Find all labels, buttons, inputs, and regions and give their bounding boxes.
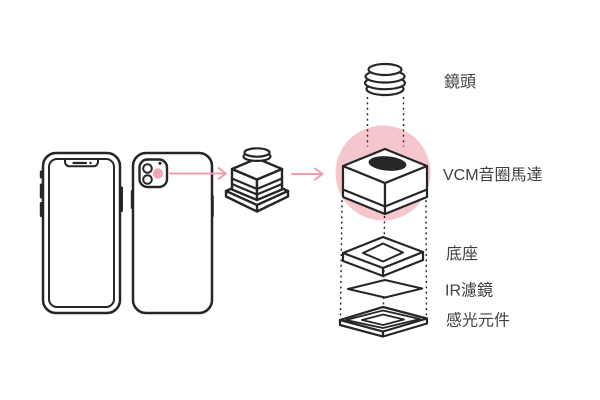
base-inner-hole xyxy=(362,242,404,263)
dotted-guide-stack-left xyxy=(339,199,343,319)
arrow-head xyxy=(314,167,324,181)
ir-filter-drawing xyxy=(346,278,424,299)
base-top-face xyxy=(341,235,425,270)
front-phone-screen xyxy=(48,158,115,308)
module-stripes xyxy=(230,177,284,196)
lens-top xyxy=(367,62,403,77)
front-phone xyxy=(39,151,123,315)
module-base-side xyxy=(224,189,290,213)
flash-dot-icon xyxy=(158,161,162,165)
module-top-face xyxy=(230,157,284,181)
label-ir: IR濾鏡 xyxy=(445,281,493,300)
highlighted-lens-icon xyxy=(152,168,164,179)
sensor-inner-window xyxy=(361,313,405,326)
back-phone xyxy=(130,151,214,315)
vcm-motor-drawing xyxy=(341,147,429,216)
arrow-head xyxy=(217,167,227,180)
lens-barrel-drawing xyxy=(363,62,407,97)
vcm-aperture-hole xyxy=(368,156,407,171)
arrow-right-icon-1 xyxy=(169,167,227,180)
sensor-mid-ring xyxy=(345,309,421,329)
sensor-drawing xyxy=(338,305,429,338)
label-base: 底座 xyxy=(446,245,478,263)
label-sensor: 感光元件 xyxy=(446,312,510,330)
label-lens: 鏡頭 xyxy=(444,72,476,91)
exploded-view xyxy=(335,62,431,338)
back-phone-body xyxy=(131,151,214,315)
lens-circle-bottom-icon xyxy=(142,174,153,185)
label-vcm: VCM音圈馬達 xyxy=(443,166,543,184)
arrow-right-icon-2 xyxy=(291,167,324,181)
base-drawing xyxy=(341,235,425,278)
vcm-band-stripe xyxy=(341,188,429,208)
sensor-thickness xyxy=(338,317,429,338)
notch xyxy=(64,159,99,168)
base-thickness xyxy=(341,250,425,278)
camera-module-3d-icon xyxy=(224,147,290,213)
lens-circle-top-icon xyxy=(142,163,153,174)
front-camera-dot-icon xyxy=(89,161,92,165)
dotted-guide-stack-right xyxy=(425,199,428,318)
module-lens-top xyxy=(243,147,271,158)
labels: 鏡頭 VCM音圈馬達 底座 IR濾鏡 感光元件 xyxy=(443,72,543,330)
